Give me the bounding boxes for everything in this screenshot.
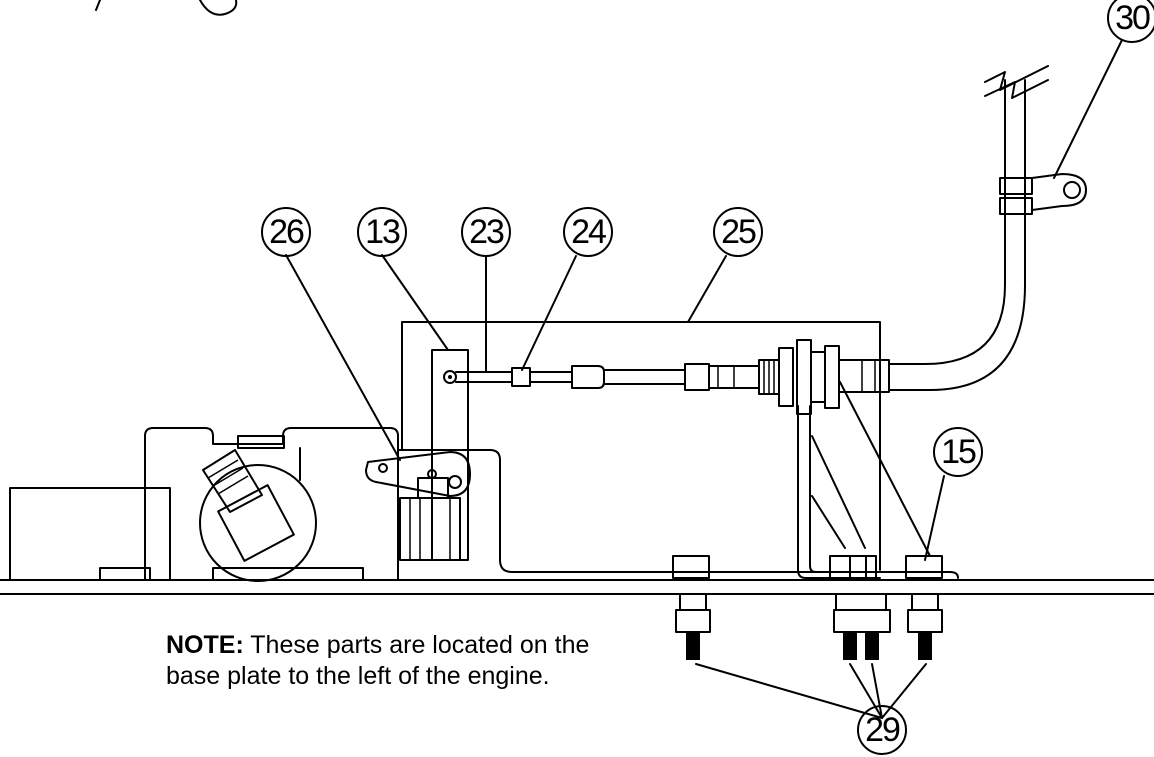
leader-29c: [871, 663, 883, 719]
leader-29d: [881, 663, 927, 719]
svg-text:13: 13: [365, 213, 400, 251]
callouts: 26 13 23 24 25 30 15 29: [261, 0, 1154, 755]
note-body: These parts are located on the base plat…: [166, 631, 590, 690]
svg-text:29: 29: [865, 711, 900, 749]
callout-15: 15: [933, 427, 983, 477]
leader-25: [687, 255, 727, 323]
callout-24: 24: [563, 207, 613, 257]
note-text: NOTE: These parts are located on the bas…: [166, 630, 646, 692]
angle-bracket: [664, 381, 959, 579]
bolt-middle: [829, 555, 891, 660]
hydraulic-valve: [9, 427, 666, 582]
leader-13: [381, 254, 449, 351]
callout-29: 29: [857, 705, 907, 755]
callout-25: 25: [713, 207, 763, 257]
leader-26: [285, 254, 401, 461]
control-cable: [455, 65, 1049, 415]
callout-26: 26: [261, 207, 311, 257]
leader-30: [1053, 39, 1123, 179]
svg-text:23: 23: [469, 213, 504, 251]
callout-30: 30: [1107, 0, 1154, 43]
leader-lines: [285, 39, 1123, 719]
note-prefix: NOTE:: [166, 631, 244, 659]
fragment-top-left: [95, 0, 238, 16]
svg-text:26: 26: [269, 213, 304, 251]
mounting-bracket: [401, 321, 881, 571]
svg-text:25: 25: [721, 213, 756, 251]
callout-23: 23: [461, 207, 511, 257]
leader-24: [521, 255, 577, 371]
bolts: [672, 555, 943, 660]
leader-29b: [849, 663, 883, 719]
leader-15: [924, 475, 945, 561]
bolt-right: [905, 555, 943, 660]
bolt-left: [672, 555, 711, 660]
control-lever: [365, 451, 471, 499]
base-plate: [0, 579, 1154, 595]
callout-13: 13: [357, 207, 407, 257]
leader-29a: [695, 663, 883, 719]
svg-text:24: 24: [571, 213, 606, 251]
svg-text:15: 15: [941, 433, 976, 471]
cable-clamp: [999, 173, 1087, 215]
svg-text:30: 30: [1115, 0, 1150, 37]
